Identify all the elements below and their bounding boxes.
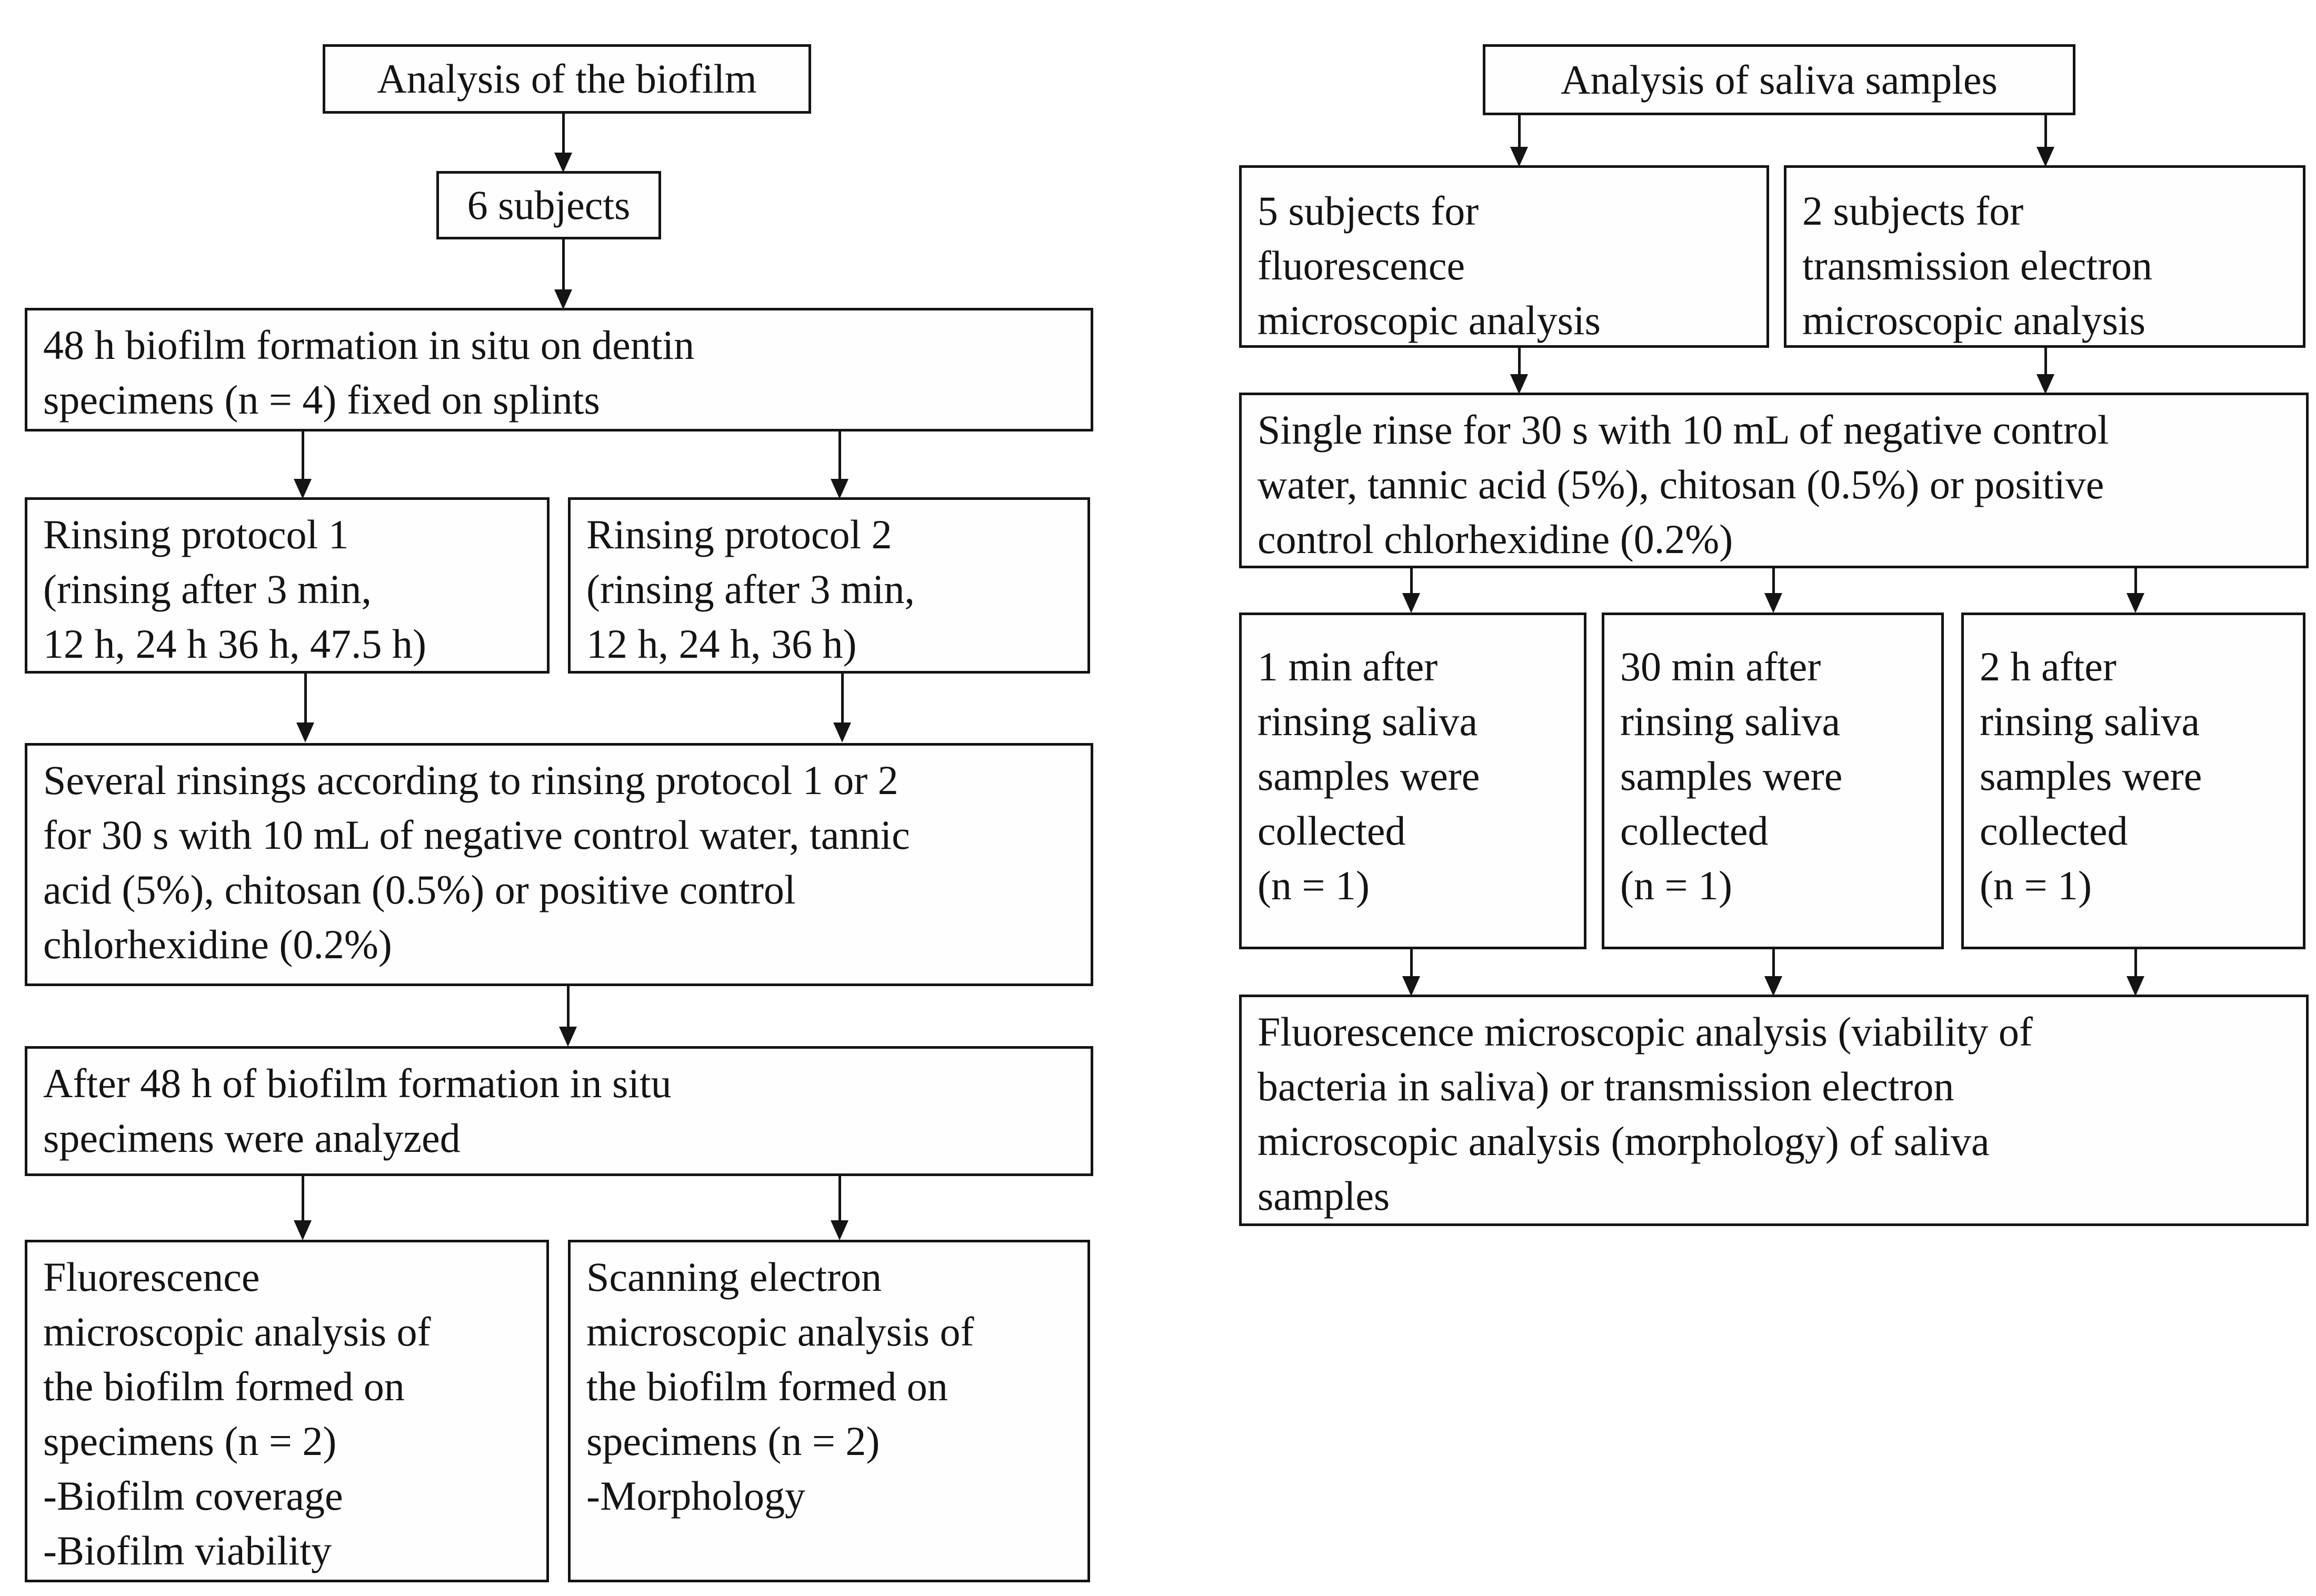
fluorescence-microscopy-box: Fluorescence microscopic analysis of the… — [25, 1240, 549, 1582]
collect-1min-text: 1 min after rinsing saliva samples were … — [1257, 644, 1480, 908]
subjects-tem-text: 2 subjects for transmission electron mic… — [1802, 188, 2153, 343]
saliva-analysis-box: Fluorescence microscopic analysis (viabi… — [1239, 995, 2309, 1226]
specimens-analyzed-box: After 48 h of biofilm formation in situ … — [25, 1046, 1093, 1176]
rinsing-protocol-2-text: Rinsing protocol 2 (rinsing after 3 min,… — [586, 511, 915, 667]
collect-2h-text: 2 h after rinsing saliva samples were co… — [1980, 644, 2202, 908]
biofilm-formation-text: 48 h biofilm formation in situ on dentin… — [43, 322, 695, 423]
specimens-analyzed-text: After 48 h of biofilm formation in situ … — [43, 1060, 672, 1161]
fluorescence-microscopy-text: Fluorescence microscopic analysis of the… — [43, 1254, 431, 1573]
collect-1min-box: 1 min after rinsing saliva samples were … — [1239, 613, 1586, 949]
saliva-title-text: Analysis of saliva samples — [1561, 56, 1998, 103]
single-rinse-box: Single rinse for 30 s with 10 mL of nega… — [1239, 393, 2309, 568]
saliva-analysis-text: Fluorescence microscopic analysis (viabi… — [1257, 1009, 2033, 1219]
subjects-fluorescence-box: 5 subjects for fluorescence microscopic … — [1239, 165, 1769, 348]
biofilm-subjects-box: 6 subjects — [436, 171, 661, 239]
biofilm-title-box: Analysis of the biofilm — [323, 44, 811, 114]
several-rinsings-text: Several rinsings according to rinsing pr… — [43, 757, 910, 967]
several-rinsings-box: Several rinsings according to rinsing pr… — [25, 743, 1093, 986]
sem-microscopy-text: Scanning electron microscopic analysis o… — [586, 1254, 974, 1519]
rinsing-protocol-1-text: Rinsing protocol 1 (rinsing after 3 min,… — [43, 511, 426, 667]
subjects-tem-box: 2 subjects for transmission electron mic… — [1784, 165, 2305, 348]
single-rinse-text: Single rinse for 30 s with 10 mL of nega… — [1257, 407, 2109, 562]
rinsing-protocol-1-box: Rinsing protocol 1 (rinsing after 3 min,… — [25, 497, 550, 674]
biofilm-title-text: Analysis of the biofilm — [377, 56, 757, 102]
rinsing-protocol-2-box: Rinsing protocol 2 (rinsing after 3 min,… — [568, 497, 1090, 674]
biofilm-formation-box: 48 h biofilm formation in situ on dentin… — [25, 308, 1093, 431]
collect-2h-box: 2 h after rinsing saliva samples were co… — [1961, 613, 2305, 949]
collect-30min-box: 30 min after rinsing saliva samples were… — [1602, 613, 1944, 949]
biofilm-subjects-text: 6 subjects — [467, 182, 631, 228]
collect-30min-text: 30 min after rinsing saliva samples were… — [1620, 644, 1843, 908]
subjects-fluorescence-text: 5 subjects for fluorescence microscopic … — [1257, 188, 1601, 343]
saliva-title-box: Analysis of saliva samples — [1483, 44, 2075, 115]
sem-microscopy-box: Scanning electron microscopic analysis o… — [568, 1240, 1090, 1582]
